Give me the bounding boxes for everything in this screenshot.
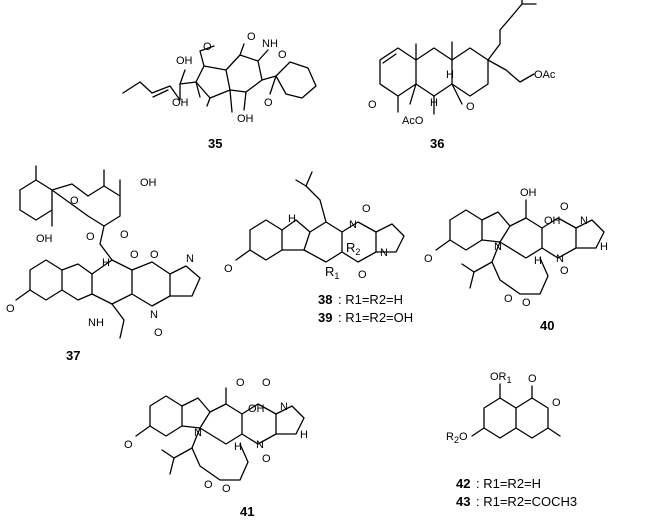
r1-label: R1 <box>325 264 339 281</box>
atom-o: O <box>358 269 367 281</box>
atom-h: H <box>234 441 242 453</box>
atom-or1: OR1 <box>490 371 512 385</box>
atom-oh: OH <box>248 403 265 415</box>
atom-h: H <box>288 213 296 225</box>
atom-o: O <box>278 49 287 61</box>
atom-o: O <box>247 31 256 43</box>
atom-o: O <box>203 41 212 53</box>
atom-oh: OH <box>36 233 53 245</box>
atom-n: N <box>494 241 502 253</box>
atom-h: H <box>300 429 308 441</box>
compound-number-41: 41 <box>240 504 254 519</box>
r2-label: R2 <box>346 240 360 257</box>
atom-o: O <box>424 253 433 265</box>
atom-n: N <box>556 253 564 265</box>
atom-aco: AcO <box>402 115 424 127</box>
structure-40: OH OH N N N O O O O H H O 40 <box>424 187 608 333</box>
atom-o: O <box>86 231 95 243</box>
compound-number-36: 36 <box>430 136 444 151</box>
atom-o: O <box>560 201 569 213</box>
atom-n: N <box>349 219 357 231</box>
atom-o: O <box>224 263 233 275</box>
compound-number-38: 38 <box>318 292 332 307</box>
compound-number-40: 40 <box>540 318 554 333</box>
atom-n: N <box>580 215 588 227</box>
compound-number-35: 35 <box>208 136 222 151</box>
atom-n: N <box>280 401 288 413</box>
atom-o: O <box>130 249 139 261</box>
atom-o: O <box>262 377 271 389</box>
compound-number-43: 43 <box>456 494 470 509</box>
atom-o: O <box>522 297 531 309</box>
structure-35: OH OH O O NH O OH O 35 <box>122 31 317 151</box>
atom-o: O <box>466 101 475 113</box>
compound-number-42: 42 <box>456 476 470 491</box>
atom-o: O <box>120 229 129 241</box>
structure-38-39: H N N O O O R1 R2 38 : R1=R2=H 39 : R1=R… <box>224 171 413 325</box>
atom-nh: NH <box>262 38 278 50</box>
atom-o: O <box>70 195 79 207</box>
atom-h: H <box>534 255 542 267</box>
atom-o: O <box>504 293 513 305</box>
atom-n: N <box>380 247 388 259</box>
compound-number-37: 37 <box>66 348 80 363</box>
atom-h: H <box>600 241 608 253</box>
caption-39: : R1=R2=OH <box>338 310 413 325</box>
atom-o: O <box>362 203 371 215</box>
atom-o: O <box>264 97 273 109</box>
atom-n: N <box>186 253 194 265</box>
atom-o: O <box>560 265 569 277</box>
atom-o: O <box>150 249 159 261</box>
atom-oh: OH <box>176 55 193 67</box>
atom-o: O <box>368 99 377 111</box>
atom-n: N <box>150 309 158 321</box>
atom-o: O <box>222 483 231 495</box>
atom-o: O <box>262 453 271 465</box>
atom-oac: OAc <box>534 69 556 81</box>
atom-o: O <box>154 327 163 339</box>
atom-r2o: R2O <box>446 431 468 445</box>
atom-nh: NH <box>88 317 104 329</box>
structure-37: OH OH O O O O NH N N O O H O 37 <box>6 165 201 363</box>
atom-o: O <box>204 479 213 491</box>
atom-oh: OH <box>237 113 254 125</box>
atom-o: O <box>6 303 15 315</box>
atom-h: H <box>446 69 454 81</box>
atom-oh: OH <box>140 177 157 189</box>
atom-o: O <box>236 377 245 389</box>
structure-41: O O OH N N N O O O H H O 41 <box>124 377 308 519</box>
caption-42: : R1=R2=H <box>476 476 541 491</box>
atom-oh: OH <box>544 215 561 227</box>
atom-o: O <box>124 439 133 451</box>
atom-h: H <box>102 257 110 269</box>
compound-number-39: 39 <box>318 310 332 325</box>
atom-o: O <box>552 397 561 409</box>
caption-38: : R1=R2=H <box>338 292 403 307</box>
atom-n: N <box>256 439 264 451</box>
atom-o: O <box>528 373 537 385</box>
atom-oh: OH <box>520 187 537 199</box>
atom-h: H <box>430 97 438 109</box>
structure-36: O AcO H O H OAc 36 <box>368 0 556 151</box>
atom-n: N <box>194 427 202 439</box>
caption-43: : R1=R2=COCH3 <box>476 494 577 509</box>
structure-42-43: OR1 O O R2O 42 : R1=R2=H 43 : R1=R2=COCH… <box>446 371 577 509</box>
atom-oh: OH <box>172 97 189 109</box>
